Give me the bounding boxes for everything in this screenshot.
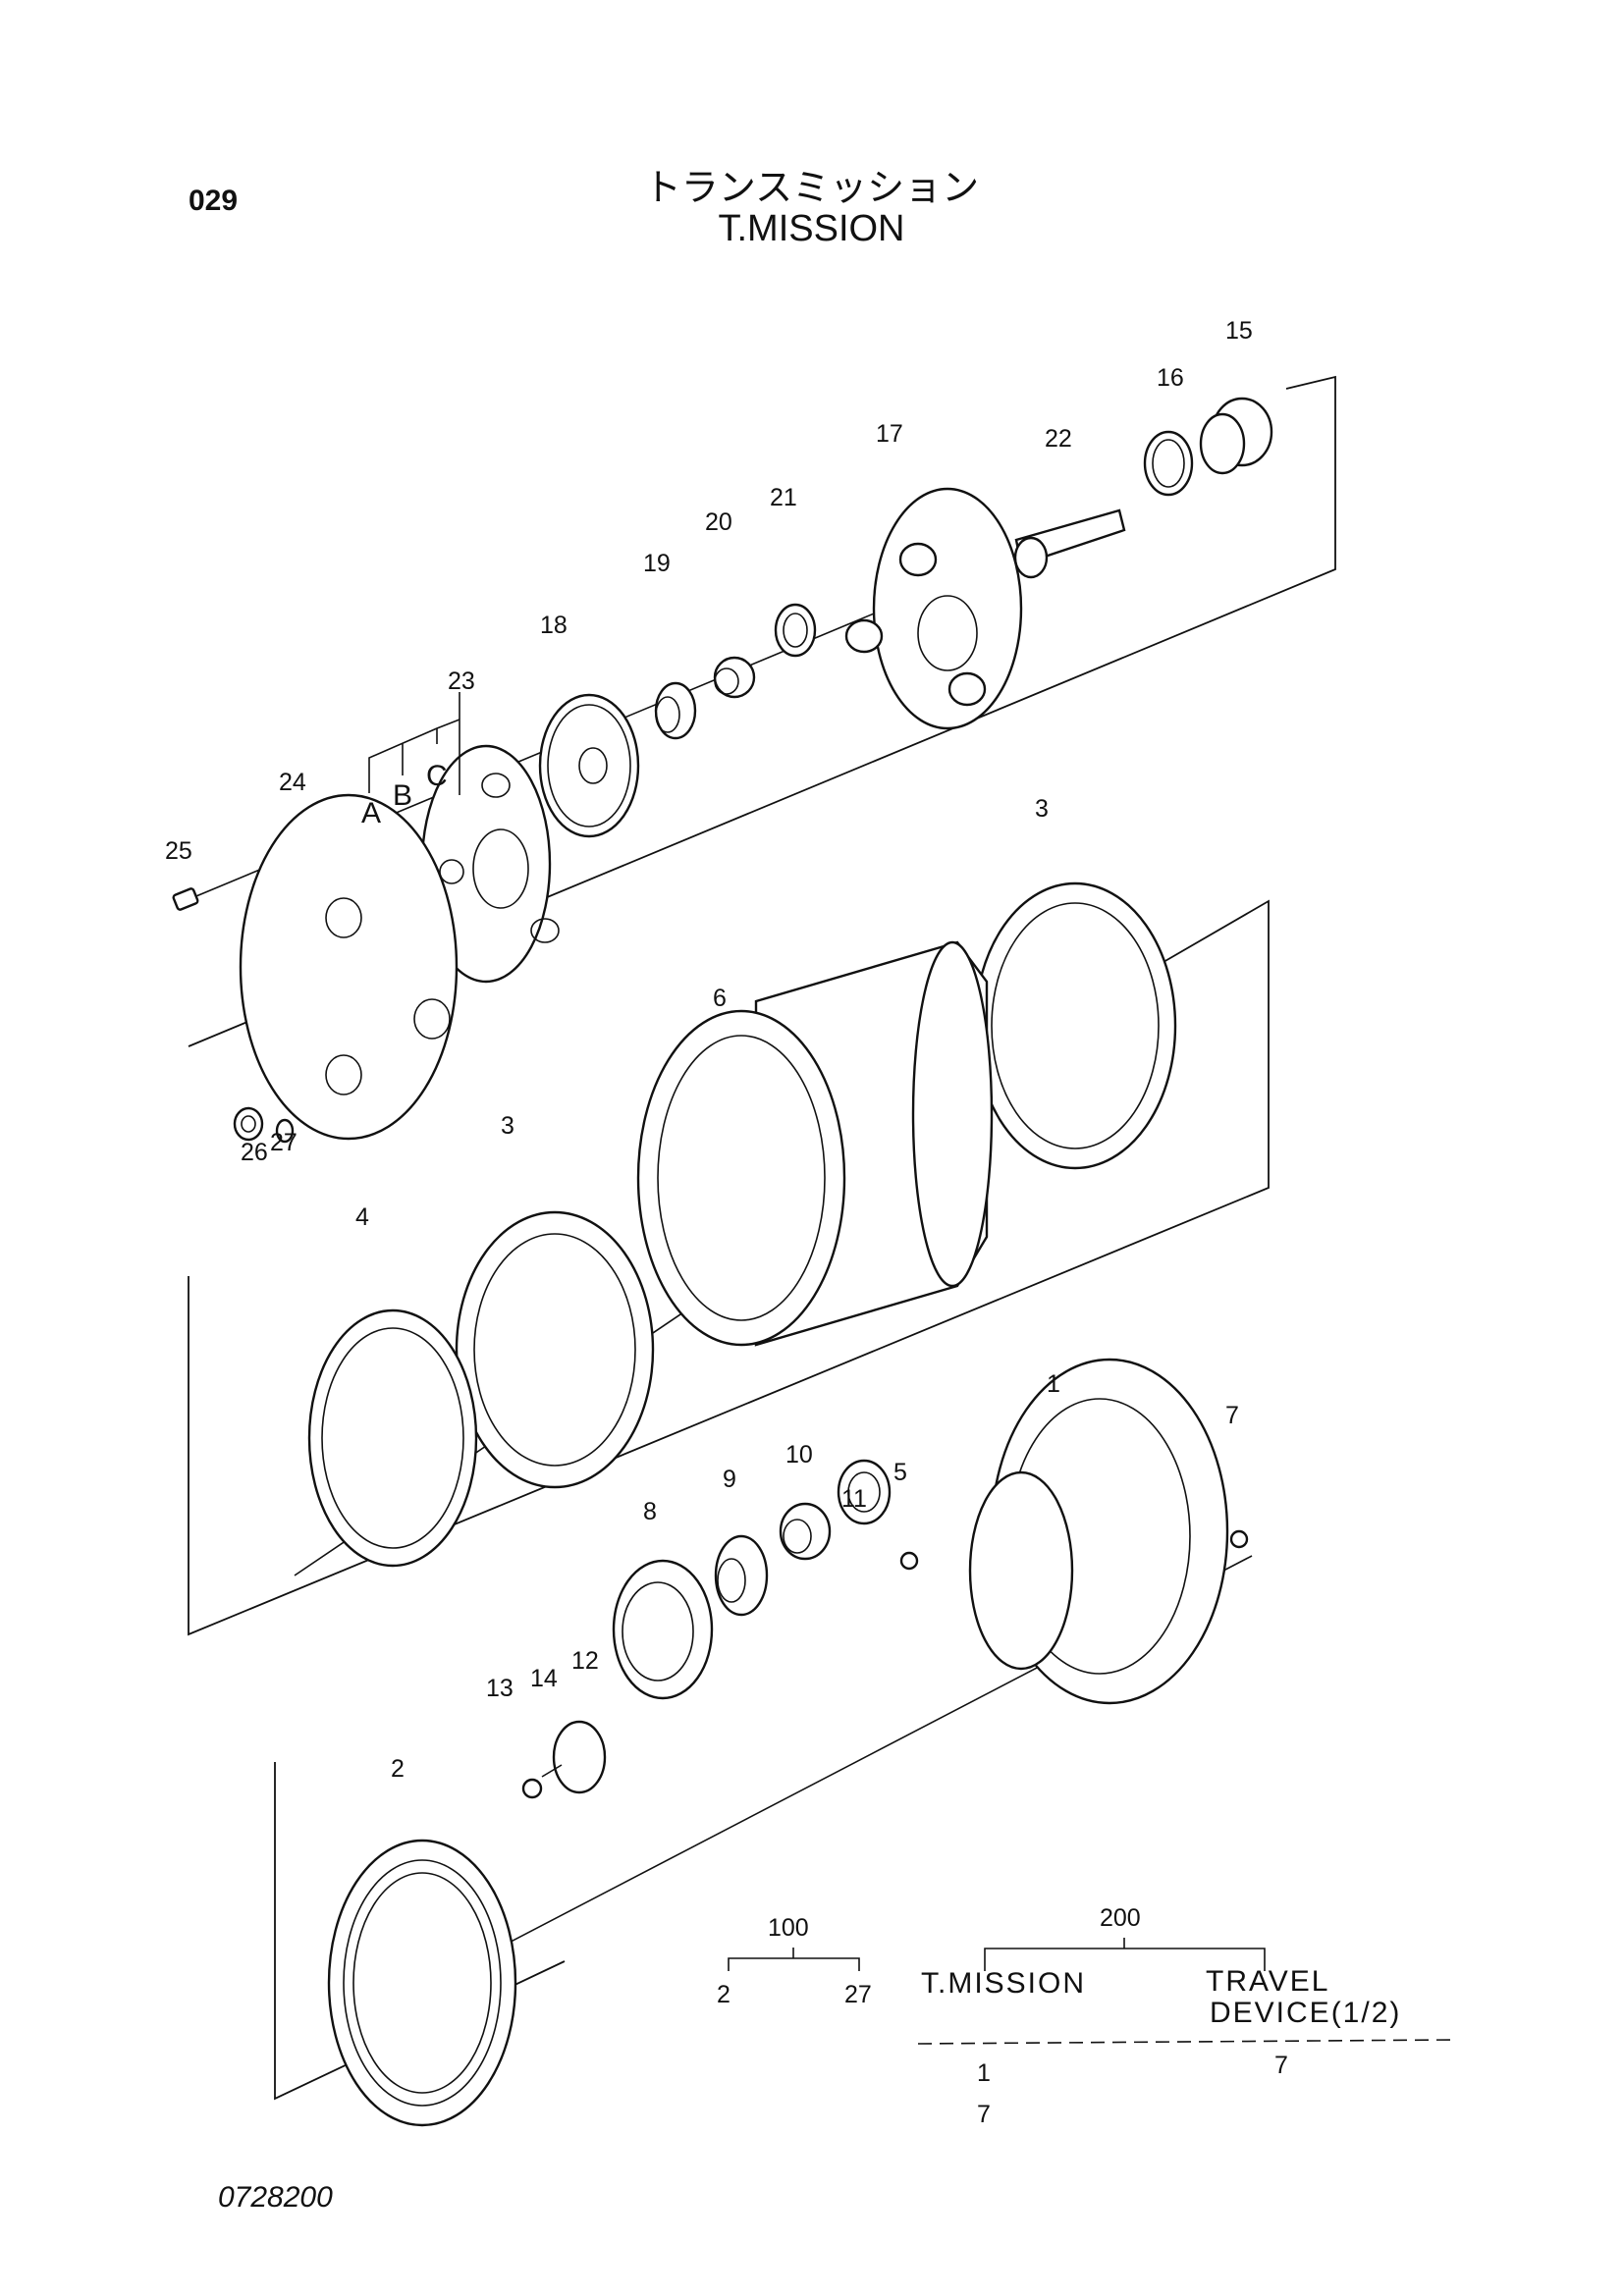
callout-2: 2 <box>391 1755 405 1783</box>
part-17-carrier <box>844 487 1023 730</box>
drawing-number: 0728200 <box>218 2181 333 2214</box>
part-25-bolt <box>172 887 199 911</box>
callout-9: 9 <box>723 1466 736 1493</box>
group-200-code: 200 <box>1100 1904 1141 1932</box>
callout-24: 24 <box>279 769 306 796</box>
qty-right: 7 <box>1274 2052 1288 2079</box>
group-100-from: 2 <box>717 1981 730 2008</box>
callout-3-left: 3 <box>501 1112 514 1140</box>
callout-7: 7 <box>1225 1402 1239 1429</box>
part-11-thrust-washer <box>837 1459 892 1525</box>
part-5-bolt <box>899 1551 919 1571</box>
callout-22: 22 <box>1045 425 1072 453</box>
part-6-hub <box>636 940 994 1347</box>
part-18-planet-gear <box>538 693 640 838</box>
callout-25: 25 <box>165 837 192 865</box>
page-number: 029 <box>189 185 239 217</box>
group-100-code: 100 <box>768 1914 809 1942</box>
callout-23: 23 <box>448 667 475 695</box>
assembly-table: 100 2 27 200 T.MISSION TRAVEL DEVICE(1/2… <box>717 1904 1454 2128</box>
callout-13: 13 <box>486 1675 514 1702</box>
callout-21: 21 <box>770 484 797 511</box>
part-12-thrust-plate <box>552 1720 607 1794</box>
qty-left-1: 1 <box>977 2059 991 2087</box>
part-2-floating-seal <box>327 1839 517 2127</box>
callout-12: 12 <box>571 1647 599 1675</box>
callout-3-right: 3 <box>1035 795 1049 823</box>
frame-upper <box>188 375 1336 1047</box>
group-200-left-label: T.MISSION <box>921 1967 1086 2000</box>
qty-left-2: 7 <box>977 2101 991 2128</box>
group-100-to: 27 <box>844 1981 872 2008</box>
part-3-bearing-left <box>455 1210 655 1489</box>
callout-5: 5 <box>893 1459 907 1486</box>
callout-11: 11 <box>841 1485 867 1513</box>
part-19-needle-bearing <box>654 681 697 740</box>
callout-26: 26 <box>241 1139 268 1166</box>
sub-label-c: C <box>426 760 450 792</box>
part-7-bolt <box>1229 1529 1249 1549</box>
part-24-cover <box>239 793 459 1141</box>
part-8-planet-gear <box>612 1559 714 1700</box>
bracket-200 <box>984 1938 1266 1971</box>
title-japanese: トランスミッション <box>643 168 980 209</box>
callout-1: 1 <box>1047 1370 1060 1398</box>
title-english: T.MISSION <box>718 208 905 249</box>
bracket-100 <box>728 1948 860 1971</box>
part-10-bushing <box>779 1502 832 1561</box>
sub-label-b: B <box>393 779 414 812</box>
callout-8: 8 <box>643 1498 657 1525</box>
part-22-shaft <box>1013 508 1126 579</box>
part-14-pin <box>541 1764 563 1778</box>
part-26-plug <box>233 1106 264 1142</box>
callout-27: 27 <box>270 1129 298 1156</box>
callout-18: 18 <box>540 612 568 639</box>
callout-14: 14 <box>530 1665 558 1692</box>
group-200-right-label-1: TRAVEL <box>1206 1965 1329 1998</box>
part-9-needle-bearing <box>714 1534 769 1617</box>
group-200-right-label-2: DEVICE(1/2) <box>1210 1997 1401 2029</box>
callout-6: 6 <box>713 985 727 1012</box>
part-4-lock-nut <box>307 1308 478 1568</box>
part-21-thrust-washer <box>774 603 817 658</box>
part-13-bolt <box>521 1778 543 1799</box>
part-15-coupling <box>1199 397 1273 475</box>
part-16-snap-ring <box>1143 430 1194 497</box>
part-3-bearing-right <box>973 881 1177 1170</box>
callout-19: 19 <box>643 550 671 577</box>
bracket-abc <box>368 719 460 793</box>
callout-17: 17 <box>876 420 903 448</box>
part-1-spindle <box>968 1358 1229 1705</box>
sub-label-a: A <box>361 797 383 829</box>
part-27-o-ring <box>275 1118 295 1144</box>
callout-4: 4 <box>355 1203 369 1231</box>
callout-20: 20 <box>705 508 732 536</box>
part-20-bushing <box>713 656 756 699</box>
frame-middle <box>188 899 1270 1636</box>
callout-10: 10 <box>785 1441 813 1468</box>
table-dashed-divider <box>917 2039 1454 2045</box>
callout-16: 16 <box>1157 364 1184 392</box>
callout-15: 15 <box>1225 317 1253 345</box>
